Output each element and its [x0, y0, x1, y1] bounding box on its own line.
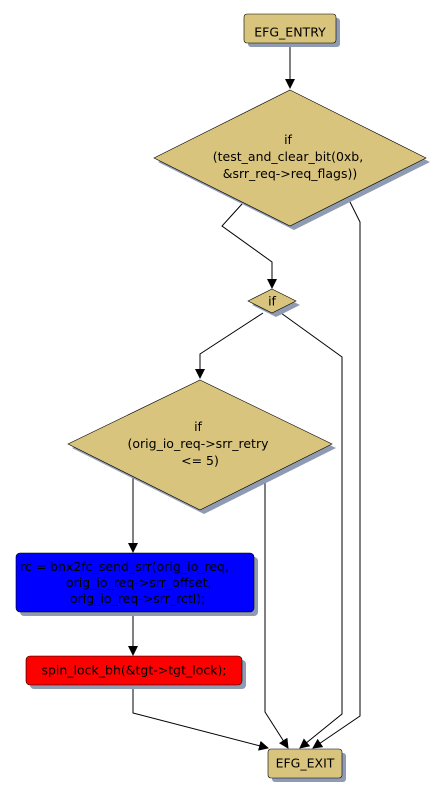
process-send-srr: rc = bnx2fc_send_srr(orig_io_req, orig_i…	[15, 552, 258, 616]
edges	[128, 45, 361, 751]
entry-node: EFG_ENTRY	[243, 13, 340, 47]
if1-line-2: (test_and_clear_bit(0xb,	[213, 149, 363, 164]
entry-label: EFG_ENTRY	[254, 25, 326, 40]
edge-if2-false-to-exit	[280, 312, 343, 749]
send-srr-line-3: orig_io_req->srr_rctl);	[70, 591, 205, 606]
send-srr-line-2: orig_io_req->srr_offset,	[66, 575, 211, 590]
if1-line-3: &srr_req->req_flags))	[223, 166, 358, 181]
decision-if1: if (test_and_clear_bit(0xb, &srr_req->re…	[153, 89, 430, 230]
if3-line-2: (orig_io_req->srr_retry	[128, 436, 270, 451]
edge-if1-true-to-if2	[221, 203, 277, 289]
decision-if2: if	[247, 288, 300, 317]
edge-if2-true-to-if3	[195, 312, 264, 379]
if2-label: if	[268, 294, 276, 309]
if1-label: if (test_and_clear_bit(0xb, &srr_req->re…	[213, 132, 367, 181]
exit-node: EFG_EXIT	[267, 748, 346, 782]
process-spin-lock: spin_lock_bh(&tgt->tgt_lock);	[25, 655, 246, 689]
decision-if3: if (orig_io_req->srr_retry <= 5)	[67, 379, 336, 514]
spin-lock-label: spin_lock_bh(&tgt->tgt_lock);	[41, 663, 226, 678]
if1-line-1: if	[284, 132, 292, 147]
if3-label: if (orig_io_req->srr_retry <= 5)	[128, 419, 273, 468]
if3-line-3: <= 5)	[181, 453, 219, 468]
edge-if3-false-to-exit	[264, 478, 289, 749]
send-srr-label: rc = bnx2fc_send_srr(orig_io_req, orig_i…	[20, 559, 233, 606]
edge-lock-to-exit	[132, 688, 269, 751]
exit-label: EFG_EXIT	[276, 756, 335, 771]
if3-line-1: if	[194, 419, 202, 434]
send-srr-line-1: rc = bnx2fc_send_srr(orig_io_req,	[20, 559, 229, 574]
edge-if1-false-to-exit	[312, 185, 361, 749]
